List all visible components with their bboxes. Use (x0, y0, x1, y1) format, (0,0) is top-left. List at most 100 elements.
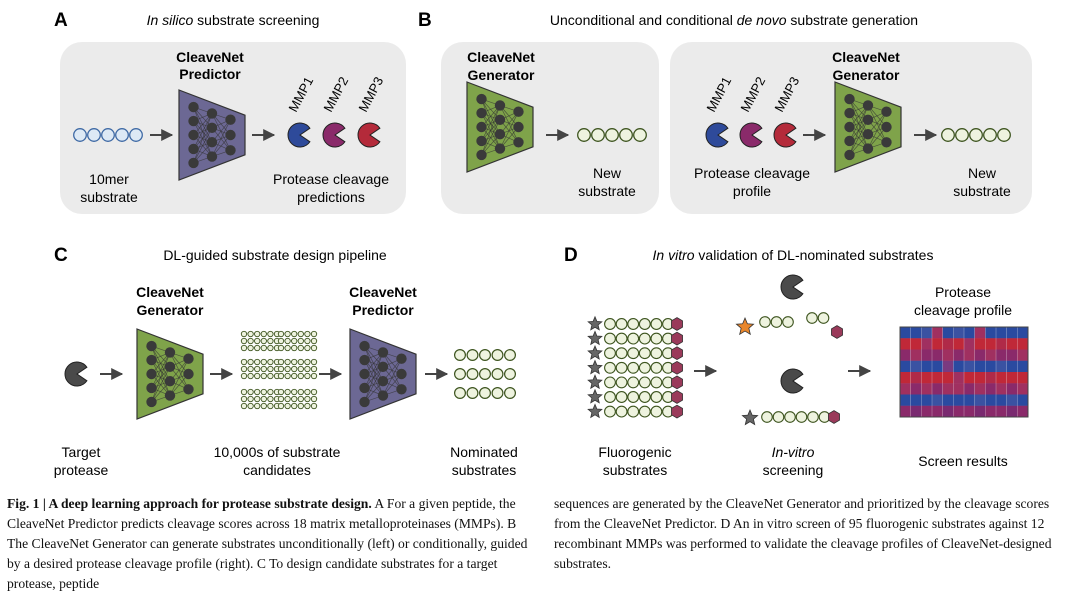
network-edge (211, 119, 231, 157)
heatmap-cell (900, 338, 911, 350)
candidate-bead (291, 358, 298, 366)
candidate-bead (260, 388, 267, 396)
candidate-bead (247, 372, 254, 380)
candidate-bead (291, 344, 298, 352)
network-node (844, 135, 855, 147)
heatmap-cell (953, 405, 965, 418)
mmp-pacman-icon (739, 122, 763, 148)
heatmap-cell (900, 360, 911, 373)
mmp-pacman-icon (705, 122, 729, 148)
candidate-bead (304, 344, 311, 352)
candidate-bead (254, 402, 261, 410)
panel-d-title: In vitro validation of DL-nominated subs… (653, 247, 934, 263)
bead (941, 128, 955, 142)
candidate-bead (284, 402, 291, 410)
bead (650, 332, 663, 345)
in-vitro-screening-illustration (735, 274, 843, 426)
candidate-bead (277, 372, 285, 380)
candidate-bead (304, 395, 311, 403)
panel-b-left-background (441, 42, 659, 214)
candidate-bead (254, 330, 261, 338)
candidate-bead (304, 330, 311, 338)
bead (615, 376, 628, 389)
panel-a-letter: A (54, 10, 68, 31)
panel-b: B Unconditional and conditional de novo … (418, 10, 1032, 214)
heatmap-cell (1006, 327, 1018, 339)
bead (638, 347, 651, 360)
bead (73, 128, 87, 142)
candidate-bead (277, 344, 285, 352)
bead (638, 318, 651, 330)
bead (806, 312, 818, 324)
bead (627, 405, 640, 418)
network-node (862, 114, 874, 126)
target-protease-icon (64, 361, 88, 387)
network-edge (364, 352, 384, 403)
heatmap-cell (900, 383, 911, 395)
bead (795, 411, 808, 423)
panel-d: D In vitro validation of DL-nominated su… (564, 245, 1029, 478)
network-node (206, 137, 218, 148)
heatmap-cell (985, 349, 997, 361)
network-node (183, 353, 194, 364)
bead (997, 128, 1011, 142)
heatmap-cell (1017, 327, 1029, 339)
heatmap-cell (921, 394, 933, 406)
heatmap-cell (932, 394, 943, 406)
network-node (377, 376, 389, 387)
candidate-bead (260, 395, 267, 403)
heatmap-cell (953, 338, 965, 350)
heatmap-cell (996, 360, 1007, 373)
network-node (377, 347, 389, 358)
network-node (396, 368, 407, 380)
network-node (206, 108, 218, 119)
network-edge (382, 358, 402, 396)
bead (650, 391, 663, 403)
network-edge (849, 105, 869, 142)
heatmap-cell (1006, 405, 1018, 418)
candidate-bead (247, 330, 254, 338)
figure-caption-right: sequences are generated by the CleaveNet… (554, 494, 1074, 574)
heatmap-cell (942, 349, 954, 361)
network-node (476, 107, 487, 119)
candidate-bead (297, 402, 304, 410)
heatmap-cell (1017, 383, 1029, 395)
bead (466, 349, 479, 362)
candidate-bead (267, 365, 274, 373)
network-node (862, 143, 874, 154)
candidate-bead (240, 395, 248, 403)
network-node (513, 121, 524, 133)
heatmap-cell (985, 383, 997, 395)
candidate-bead (310, 337, 318, 345)
network-node (862, 100, 874, 111)
quencher-hexagon-icon (671, 390, 683, 404)
network-node (476, 121, 487, 133)
bead (479, 368, 492, 381)
heatmap-cell (1017, 338, 1029, 350)
bead (504, 349, 517, 362)
network-edge (867, 111, 887, 149)
candidate-bead (310, 402, 318, 410)
mmp-pacman-icon (773, 122, 797, 148)
panel-c-letter: C (54, 245, 68, 266)
candidate-bead (260, 330, 267, 338)
heatmap-cell (996, 349, 1007, 361)
quencher-hexagon-icon (828, 410, 840, 424)
bead (454, 368, 467, 381)
heatmap-cell (953, 383, 965, 395)
figure-canvas: A In silico substrate screening CleaveNe… (54, 10, 1032, 478)
heatmap-cell (1017, 360, 1029, 373)
network-node (206, 151, 218, 162)
candidate-bead (277, 395, 285, 403)
network-node (844, 93, 855, 105)
bead (605, 128, 619, 142)
bead (638, 391, 651, 403)
bead (817, 312, 830, 324)
bead (615, 318, 628, 330)
bead (627, 361, 640, 374)
bead (759, 316, 771, 328)
bead (454, 349, 467, 362)
candidate-bead (240, 365, 248, 373)
